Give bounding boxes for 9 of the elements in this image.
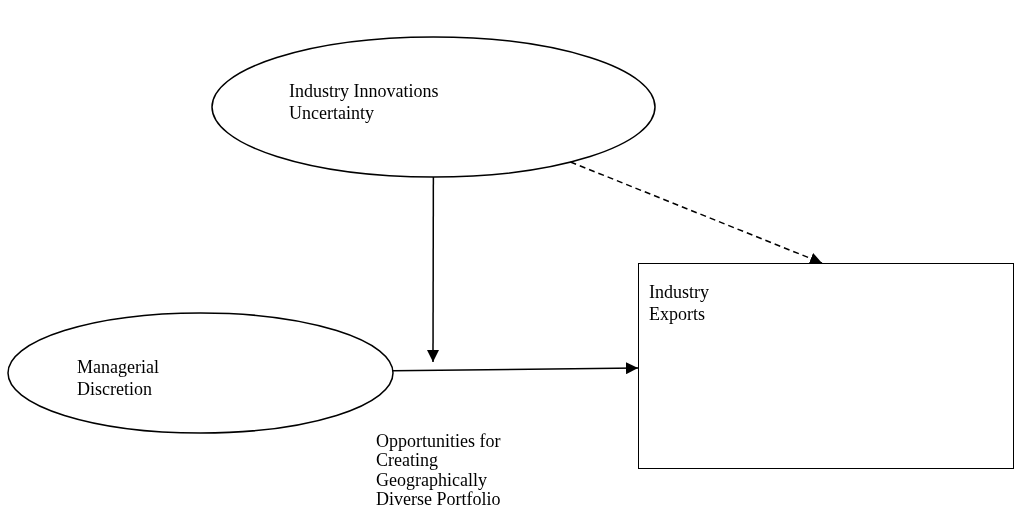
node-label: Industry Exports <box>649 282 710 326</box>
node-label: Industry Innovations Uncertainty <box>289 81 440 125</box>
node-label: Managerial Discretion <box>77 357 160 401</box>
ellipse-node <box>212 37 655 177</box>
arrow <box>427 176 439 363</box>
process-box <box>638 263 1014 469</box>
arrow <box>392 362 639 375</box>
ellipse-node <box>8 313 393 433</box>
arrow <box>569 161 823 265</box>
